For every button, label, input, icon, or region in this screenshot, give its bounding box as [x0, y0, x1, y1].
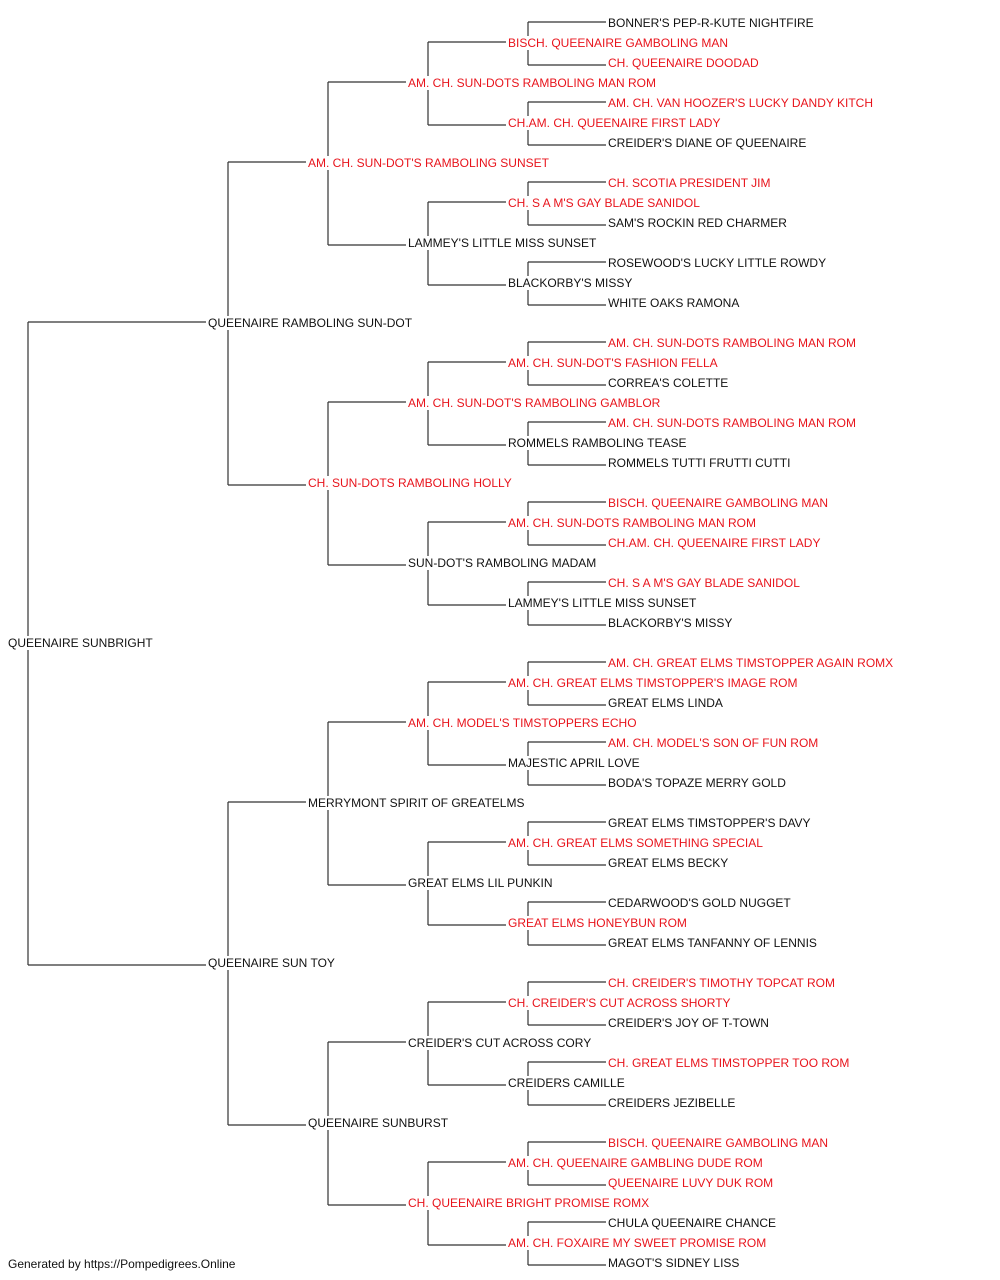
ancestor-name-gen5: GREAT ELMS TIMSTOPPER'S DAVY	[607, 816, 812, 830]
ancestor-name-gen5: CH. CREIDER'S TIMOTHY TOPCAT ROM	[607, 976, 836, 990]
ancestor-name-gen5: CREIDER'S JOY OF T-TOWN	[607, 1016, 770, 1030]
ancestor-name-gen4: MAJESTIC APRIL LOVE	[507, 756, 641, 770]
ancestor-name-gen5: ROSEWOOD'S LUCKY LITTLE ROWDY	[607, 256, 828, 270]
ancestor-name-gen1: QUEENAIRE SUN TOY	[207, 956, 336, 970]
ancestor-name-gen5: BODA'S TOPAZE MERRY GOLD	[607, 776, 787, 790]
ancestor-name-gen2: MERRYMONT SPIRIT OF GREATELMS	[307, 796, 526, 810]
ancestor-name-gen3: AM. CH. SUN-DOTS RAMBOLING MAN ROM	[407, 76, 658, 90]
ancestor-name-gen5: SAM'S ROCKIN RED CHARMER	[607, 216, 788, 230]
ancestor-name-gen4: AM. CH. SUN-DOTS RAMBOLING MAN ROM	[507, 516, 758, 530]
ancestor-name-gen5: ROMMELS TUTTI FRUTTI CUTTI	[607, 456, 792, 470]
ancestor-name-gen4: AM. CH. SUN-DOT'S FASHION FELLA	[507, 356, 719, 370]
ancestor-name-gen2: CH. SUN-DOTS RAMBOLING HOLLY	[307, 476, 513, 490]
ancestor-name-gen5: CEDARWOOD'S GOLD NUGGET	[607, 896, 792, 910]
ancestor-name-gen4: AM. CH. QUEENAIRE GAMBLING DUDE ROM	[507, 1156, 764, 1170]
ancestor-name-gen4: ROMMELS RAMBOLING TEASE	[507, 436, 688, 450]
ancestor-name-gen1: QUEENAIRE RAMBOLING SUN-DOT	[207, 316, 414, 330]
ancestor-name-gen5: CH.AM. CH. QUEENAIRE FIRST LADY	[607, 536, 822, 550]
ancestor-name-gen5: CH. S A M'S GAY BLADE SANIDOL	[607, 576, 801, 590]
ancestor-name-gen5: AM. CH. SUN-DOTS RAMBOLING MAN ROM	[607, 416, 858, 430]
ancestor-name-gen5: GREAT ELMS TANFANNY OF LENNIS	[607, 936, 818, 950]
ancestor-name-gen5: QUEENAIRE LUVY DUK ROM	[607, 1176, 775, 1190]
ancestor-name-gen4: GREAT ELMS HONEYBUN ROM	[507, 916, 688, 930]
ancestor-name-gen5: CH. GREAT ELMS TIMSTOPPER TOO ROM	[607, 1056, 851, 1070]
ancestor-name-gen5: CORREA'S COLETTE	[607, 376, 730, 390]
ancestor-name-gen4: LAMMEY'S LITTLE MISS SUNSET	[507, 596, 698, 610]
ancestor-name-gen3: CH. QUEENAIRE BRIGHT PROMISE ROMX	[407, 1196, 651, 1210]
ancestor-name-gen4: BISCH. QUEENAIRE GAMBOLING MAN	[507, 36, 730, 50]
ancestor-name-gen5: CH. QUEENAIRE DOODAD	[607, 56, 760, 70]
ancestor-name-gen5: AM. CH. MODEL'S SON OF FUN ROM	[607, 736, 820, 750]
ancestor-name-gen4: AM. CH. FOXAIRE MY SWEET PROMISE ROM	[507, 1236, 768, 1250]
ancestor-name-gen5: CREIDERS JEZIBELLE	[607, 1096, 737, 1110]
subject-dog-name: QUEENAIRE SUNBRIGHT	[7, 636, 154, 650]
ancestor-name-gen4: CH. CREIDER'S CUT ACROSS SHORTY	[507, 996, 732, 1010]
ancestor-name-gen5: BISCH. QUEENAIRE GAMBOLING MAN	[607, 496, 830, 510]
ancestor-name-gen3: AM. CH. MODEL'S TIMSTOPPERS ECHO	[407, 716, 638, 730]
ancestor-name-gen4: AM. CH. GREAT ELMS SOMETHING SPECIAL	[507, 836, 764, 850]
ancestor-name-gen4: BLACKORBY'S MISSY	[507, 276, 634, 290]
ancestor-name-gen5: BISCH. QUEENAIRE GAMBOLING MAN	[607, 1136, 830, 1150]
ancestor-name-gen5: WHITE OAKS RAMONA	[607, 296, 741, 310]
ancestor-name-gen5: AM. CH. VAN HOOZER'S LUCKY DANDY KITCH	[607, 96, 875, 110]
ancestor-name-gen4: CREIDERS CAMILLE	[507, 1076, 626, 1090]
ancestor-name-gen3: GREAT ELMS LIL PUNKIN	[407, 876, 554, 890]
ancestor-name-gen5: AM. CH. GREAT ELMS TIMSTOPPER AGAIN ROMX	[607, 656, 895, 670]
ancestor-name-gen4: AM. CH. GREAT ELMS TIMSTOPPER'S IMAGE RO…	[507, 676, 799, 690]
ancestor-name-gen4: CH.AM. CH. QUEENAIRE FIRST LADY	[507, 116, 722, 130]
ancestor-name-gen5: GREAT ELMS LINDA	[607, 696, 724, 710]
ancestor-name-gen2: QUEENAIRE SUNBURST	[307, 1116, 450, 1130]
ancestor-name-gen5: CHULA QUEENAIRE CHANCE	[607, 1216, 778, 1230]
ancestor-name-gen5: BLACKORBY'S MISSY	[607, 616, 734, 630]
ancestor-name-gen2: AM. CH. SUN-DOT'S RAMBOLING SUNSET	[307, 156, 550, 170]
ancestor-name-gen5: MAGOT'S SIDNEY LISS	[607, 1256, 741, 1270]
ancestor-name-gen3: LAMMEY'S LITTLE MISS SUNSET	[407, 236, 598, 250]
ancestor-name-gen5: AM. CH. SUN-DOTS RAMBOLING MAN ROM	[607, 336, 858, 350]
ancestor-name-gen3: AM. CH. SUN-DOT'S RAMBOLING GAMBLOR	[407, 396, 662, 410]
ancestor-name-gen3: CREIDER'S CUT ACROSS CORY	[407, 1036, 593, 1050]
ancestor-name-gen3: SUN-DOT'S RAMBOLING MADAM	[407, 556, 598, 570]
ancestor-name-gen5: BONNER'S PEP-R-KUTE NIGHTFIRE	[607, 16, 815, 30]
generated-by-footer: Generated by https://Pompedigrees.Online	[8, 1257, 236, 1271]
ancestor-name-gen5: CREIDER'S DIANE OF QUEENAIRE	[607, 136, 808, 150]
ancestor-name-gen5: GREAT ELMS BECKY	[607, 856, 730, 870]
ancestor-name-gen4: CH. S A M'S GAY BLADE SANIDOL	[507, 196, 701, 210]
ancestor-name-gen5: CH. SCOTIA PRESIDENT JIM	[607, 176, 772, 190]
